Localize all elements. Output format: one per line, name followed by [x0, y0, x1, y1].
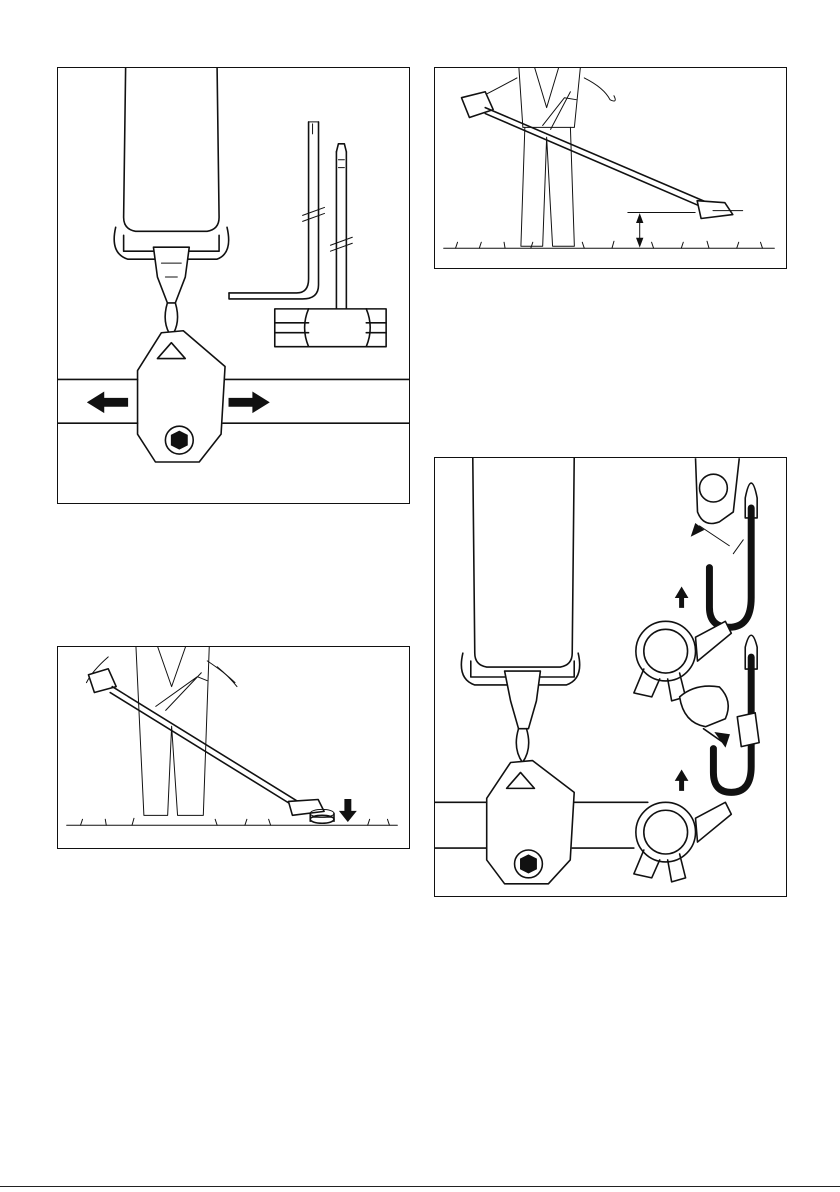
- trimmer-height-illustration: [435, 68, 786, 268]
- figure-trimmer-working-height: [434, 67, 787, 269]
- grass-trimmer: [461, 92, 742, 219]
- figure-harness-hook-and-tools: [57, 67, 410, 504]
- trimmer-ground-illustration: [58, 647, 409, 848]
- arrow-up-icon: [676, 770, 688, 790]
- arrow-up-icon: [676, 588, 688, 608]
- operator-figure: [479, 68, 615, 246]
- figure-trimmer-head-on-ground: [57, 646, 410, 849]
- finger-press-icon: [680, 686, 729, 727]
- harness-strap: [473, 458, 574, 667]
- box-spanner-tool-icon: [275, 144, 386, 347]
- arrow-left-icon: [88, 392, 128, 412]
- grass-trimmer: [88, 669, 334, 823]
- harness-strap: [124, 68, 219, 231]
- snap-hook: [505, 671, 541, 729]
- harness-hook-illustration: [58, 68, 409, 503]
- height-arrow-icon: [628, 213, 695, 247]
- arrow-down-icon: [340, 799, 356, 821]
- figure-quick-release-hook: [434, 457, 787, 897]
- snap-hook: [153, 247, 189, 303]
- finger-press-icon: [696, 458, 740, 523]
- ground-line: [444, 241, 775, 248]
- hex-key-tool-icon: [229, 122, 324, 299]
- arrow-right-icon: [229, 392, 269, 412]
- quick-release-illustration: [435, 458, 786, 896]
- page-bottom-rule: [0, 1186, 840, 1187]
- carrier-ring-icon: [634, 802, 731, 882]
